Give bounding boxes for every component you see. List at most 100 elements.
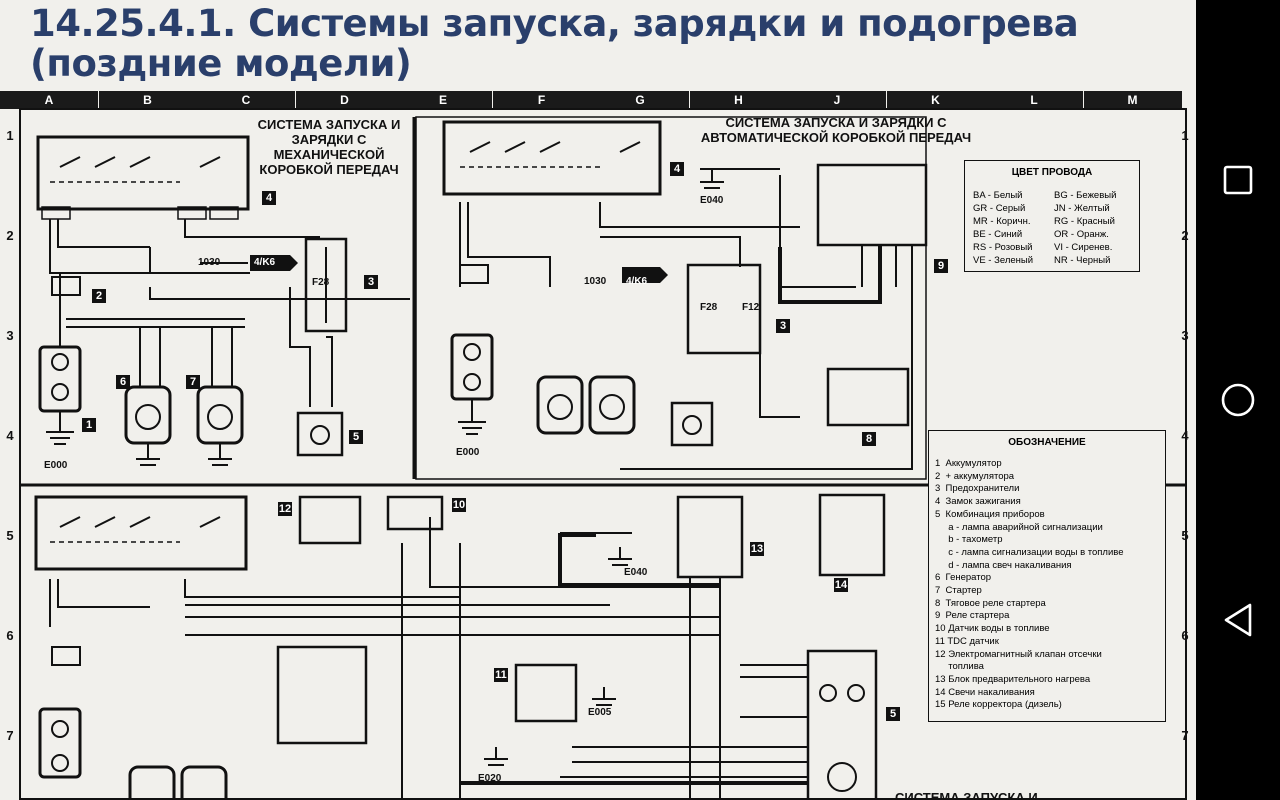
designation-item: 6 Генератор	[935, 572, 992, 584]
wire-color-item: VE - Зеленый	[973, 255, 1034, 266]
grid-row-7-right: 7	[1181, 728, 1189, 743]
designation-item: 8 Тяговое реле стартера	[935, 597, 1046, 609]
designation-item: d - лампа свеч накаливания	[935, 559, 1072, 571]
grid-column-D: D	[295, 91, 394, 109]
component-tag-3: 3	[364, 275, 378, 289]
manual-system-title: СИСТЕМА ЗАПУСКА И ЗАРЯДКИ С МЕХАНИЧЕСКОЙ…	[257, 117, 401, 177]
auto-system-title: СИСТЕМА ЗАПУСКА И ЗАРЯДКИ С АВТОМАТИЧЕСК…	[700, 115, 972, 145]
component-tag-5: 5	[349, 430, 363, 444]
designation-item: c - лампа сигнализации воды в топливе	[935, 546, 1124, 558]
back-button[interactable]	[1216, 598, 1260, 642]
grid-row-3: 3	[6, 328, 14, 343]
grid-column-G: G	[591, 91, 689, 109]
grid-column-K: K	[886, 91, 985, 109]
designation-item: 15 Реле корректора (дизель)	[935, 699, 1062, 711]
ground-label-e000: E000	[44, 460, 68, 471]
designation-item: 12 Электромагнитный клапан отсечки	[935, 648, 1102, 660]
android-nav-bar	[1196, 0, 1280, 800]
wiring-diagram: СИСТЕМА ЗАПУСКА И ЗАРЯДКИ С МЕХАНИЧЕСКОЙ…	[0, 87, 1196, 800]
fuse-f28-label: F28	[312, 277, 330, 288]
designation-item: 1 Аккумулятор	[935, 458, 1002, 469]
component-tag-12: 12	[278, 502, 292, 516]
component-tag-10: 10	[452, 498, 466, 512]
document-page: 14.25.4.1. Системы запуска, зарядки и по…	[0, 0, 1196, 800]
grid-column-M: M	[1083, 91, 1182, 109]
arrow-4k6-label-auto: 4/K6	[626, 276, 648, 287]
component-tag-1: 1	[82, 418, 96, 432]
circle-icon	[1221, 383, 1255, 417]
component-tag-5-bottom: 5	[886, 707, 900, 721]
component-tag-7: 7	[186, 375, 200, 389]
designation-item: 4 Замок зажигания	[935, 496, 1021, 508]
component-tag-3-auto: 3	[776, 319, 790, 333]
grid-row-2-right: 2	[1181, 228, 1189, 243]
component-tag-9: 9	[934, 259, 948, 273]
component-tag-11: 11	[494, 668, 508, 682]
bottom-system-title: СИСТЕМА ЗАПУСКА И	[895, 790, 1038, 800]
grid-row-4-right: 4	[1181, 428, 1189, 443]
page-title: 14.25.4.1. Системы запуска, зарядки и по…	[30, 2, 1079, 85]
wire-color-legend-title: ЦВЕТ ПРОВОДА	[1011, 167, 1093, 178]
designation-item: 9 Реле стартера	[935, 610, 1010, 622]
wire-color-item: GR - Серый	[973, 203, 1026, 214]
grid-row-7: 7	[6, 728, 14, 743]
designation-item: 11 TDC датчик	[935, 635, 999, 647]
grid-column-J: J	[788, 91, 886, 109]
wire-1030-label: 1030	[198, 257, 221, 268]
recents-button[interactable]	[1216, 158, 1260, 202]
designation-item: 14 Свечи накаливания	[935, 686, 1035, 698]
grid-column-H: H	[689, 91, 788, 109]
designation-item: 10 Датчик воды в топливе	[935, 623, 1050, 635]
wire-color-item: RS - Розовый	[973, 242, 1033, 253]
grid-row-5: 5	[6, 528, 14, 543]
ground-label-e005: E005	[588, 707, 612, 718]
designation-item: 2 + аккумулятора	[935, 470, 1015, 482]
component-tag-14: 14	[834, 578, 848, 592]
ground-label-e040-bottom: E040	[624, 567, 648, 578]
grid-row-1: 1	[6, 128, 14, 143]
wire-color-item: NR - Черный	[1054, 255, 1111, 266]
grid-column-A: A	[0, 91, 98, 109]
grid-row-4: 4	[6, 428, 14, 443]
designation-item: 5 Комбинация приборов	[935, 508, 1045, 520]
component-tag-2: 2	[92, 289, 106, 303]
designation-item: 7 Стартер	[935, 585, 982, 597]
arrow-4k6-label: 4/K6	[254, 257, 276, 268]
designation-item: топлива	[935, 661, 984, 673]
component-tag-4-auto: 4	[670, 162, 684, 176]
component-tag-6: 6	[116, 375, 130, 389]
grid-column-C: C	[197, 91, 295, 109]
grid-column-L: L	[985, 91, 1083, 109]
component-tag-8: 8	[862, 432, 876, 446]
designation-item: 3 Предохранители	[935, 483, 1020, 495]
component-tag-13: 13	[750, 542, 764, 556]
ground-label-e020: E020	[478, 773, 502, 784]
grid-column-B: B	[98, 91, 197, 109]
grid-column-F: F	[492, 91, 591, 109]
wire-color-item: MR - Коричн.	[973, 216, 1031, 227]
designation-item: a - лампа аварийной сигнализации	[935, 521, 1103, 533]
triangle-back-icon	[1224, 603, 1252, 637]
component-tag-4: 4	[262, 191, 276, 205]
wire-color-item: BG - Бежевый	[1054, 190, 1117, 201]
wire-color-item: OR - Оранж.	[1054, 229, 1109, 240]
home-button[interactable]	[1216, 378, 1260, 422]
wire-color-item: JN - Желтый	[1054, 203, 1110, 214]
wiring-diagram-graphic	[19, 108, 1187, 800]
wire-color-item: RG - Красный	[1054, 216, 1115, 227]
ground-label-e000-auto: E000	[456, 447, 480, 458]
designation-item: 13 Блок предварительного нагрева	[935, 673, 1091, 685]
fuse-f28-label-auto: F28	[700, 302, 718, 313]
grid-row-2: 2	[6, 228, 14, 243]
wire-color-item: VI - Сиренев.	[1054, 242, 1113, 253]
grid-row-3-right: 3	[1181, 328, 1189, 343]
designation-legend-title: ОБОЗНАЧЕНИЕ	[1008, 437, 1086, 448]
grid-row-6-right: 6	[1181, 628, 1189, 643]
designation-item: b - тахометр	[935, 534, 1003, 546]
wire-color-item: BE - Синий	[973, 229, 1023, 240]
fuse-f12-label-auto: F12	[742, 302, 760, 313]
